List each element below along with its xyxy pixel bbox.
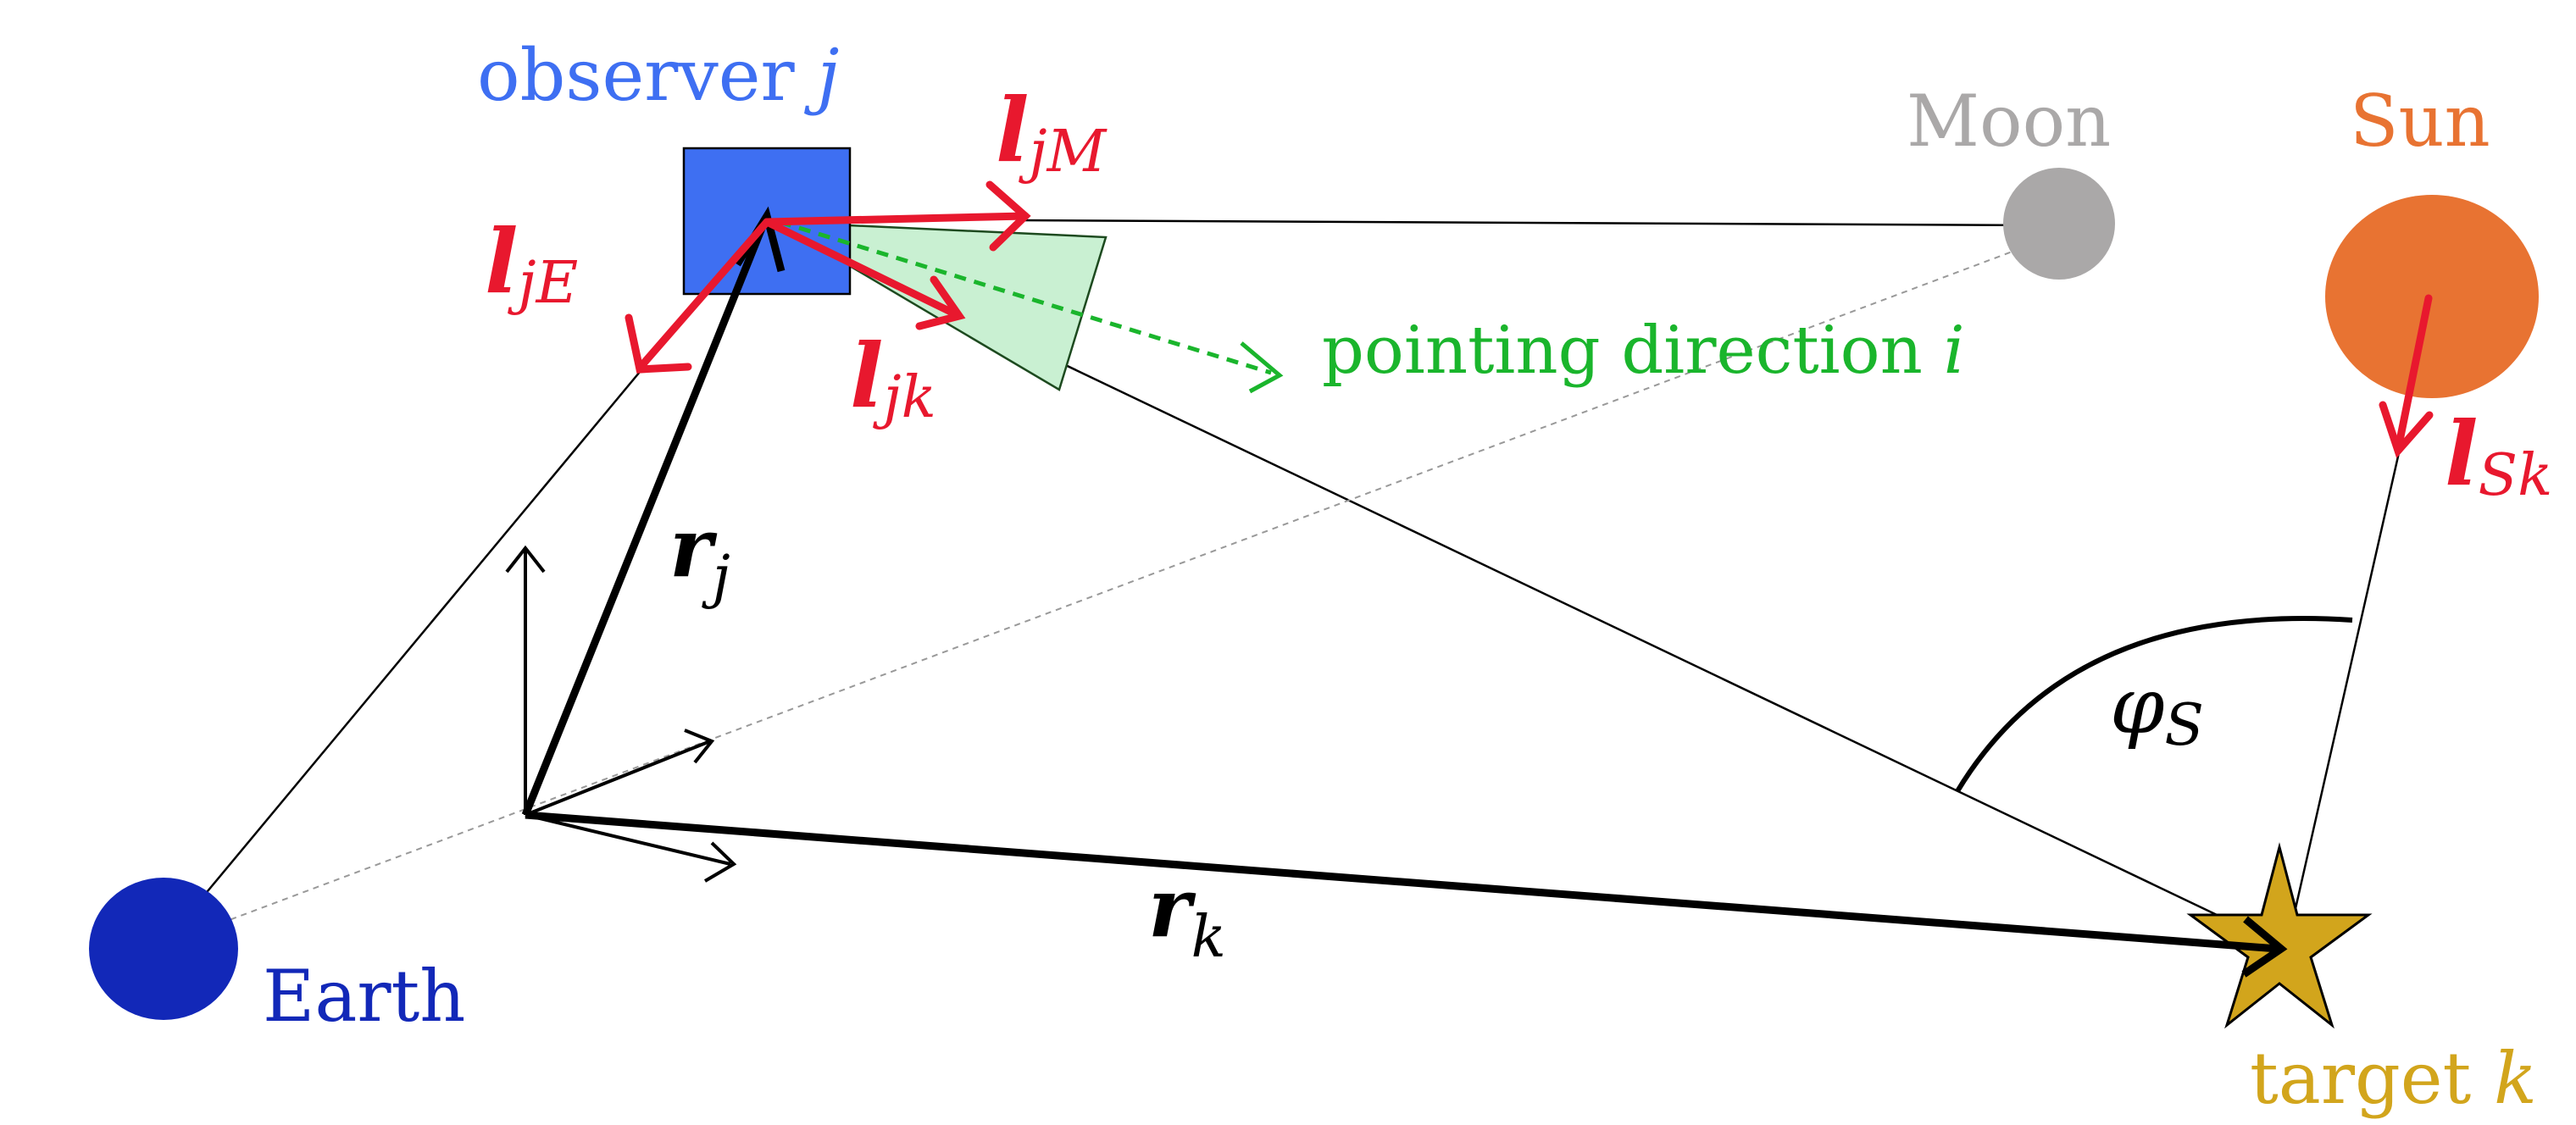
- pointing-arrowhead: [1240, 341, 1284, 394]
- l-Sk-arrowhead: [2379, 401, 2434, 458]
- observer-moon-line: [1016, 219, 2056, 227]
- l-jk-vector: [763, 218, 962, 319]
- l-jE-vector: [636, 218, 771, 371]
- earth-observer-line: [203, 366, 645, 897]
- moon-label: Moon: [1907, 80, 2111, 163]
- coordinate-frame: [505, 545, 737, 883]
- l-Sk-label: lSk: [2445, 402, 2552, 509]
- l-jE-arrowhead: [625, 313, 692, 374]
- r-k-arrowhead: [2241, 916, 2288, 978]
- r-j-label: rj: [669, 500, 730, 611]
- l-jM-label: ljM: [996, 78, 1108, 186]
- r-k-label: rk: [1148, 860, 1226, 971]
- earth-icon: [89, 878, 238, 1020]
- l-Sk-vector: [2394, 294, 2433, 453]
- l-jE-label: ljE: [485, 209, 578, 317]
- earth-label: Earth: [263, 955, 465, 1038]
- sun-label: Sun: [2350, 80, 2490, 163]
- moon-icon: [2003, 168, 2115, 280]
- r-k-vector: [525, 811, 2279, 953]
- red-vectors: [625, 180, 2434, 458]
- l-jM-vector: [763, 212, 1030, 226]
- l-jk-arrowhead: [915, 275, 966, 330]
- target-star-icon: [2186, 842, 2373, 1029]
- r-j-vector: [521, 220, 769, 817]
- pointing-direction-arrow: [779, 219, 1272, 375]
- l-jM-arrowhead: [985, 180, 1031, 252]
- pointing-direction-label: pointing direction i: [1322, 313, 1965, 389]
- observer-label: observer j: [477, 34, 839, 117]
- sun-target-line: [2290, 448, 2401, 924]
- phi-s-angle-arc: [1955, 616, 2353, 793]
- phi-s-label: φS: [2110, 661, 2204, 759]
- target-label: target k: [2250, 1037, 2537, 1120]
- l-jk-label: ljk: [850, 324, 936, 431]
